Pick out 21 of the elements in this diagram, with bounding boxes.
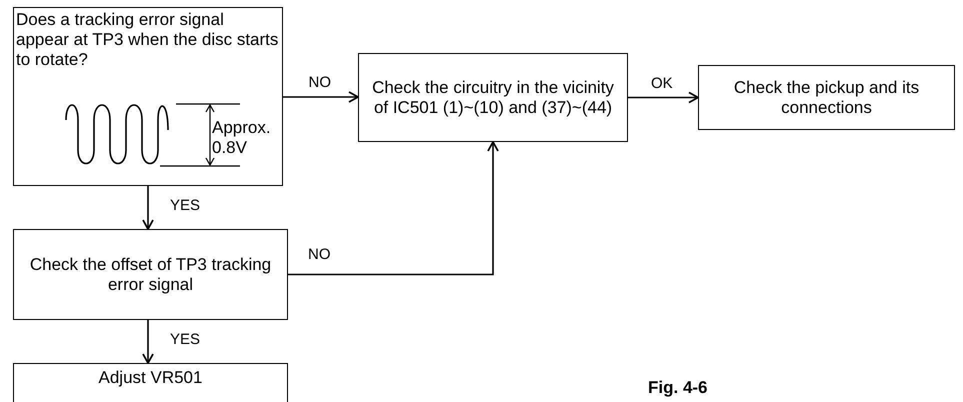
edge-label: NO: [308, 246, 330, 262]
arrow: [283, 91, 359, 103]
edge-label: YES: [170, 198, 200, 212]
question-text: Does a tracking error signal appear at TP3 when the disc starts to rotate?: [16, 10, 280, 70]
amplitude-label: Approx. 0.8V: [212, 118, 272, 158]
edge-label: OK: [651, 76, 673, 90]
box-text: Adjust VR501: [98, 368, 202, 388]
decision-box: [13, 7, 283, 186]
figure-caption: Fig. 4-6: [648, 378, 708, 398]
arrow: [142, 320, 154, 364]
arrow: [288, 141, 499, 276]
arrow: [142, 186, 154, 230]
process-box: [358, 53, 628, 142]
edge-label: YES: [170, 332, 200, 346]
edge-label: NO: [308, 75, 331, 90]
process-box: [698, 65, 955, 130]
process-box: [13, 229, 288, 320]
arrow: [628, 92, 699, 104]
box-text: Check the pickup and its connections: [732, 78, 920, 118]
box-text: Check the offset of TP3 tracking error signal: [28, 254, 272, 294]
box-text: Check the circuitry in the vicinity of IC501 (1)~(10) and (37)~(44): [371, 78, 615, 118]
